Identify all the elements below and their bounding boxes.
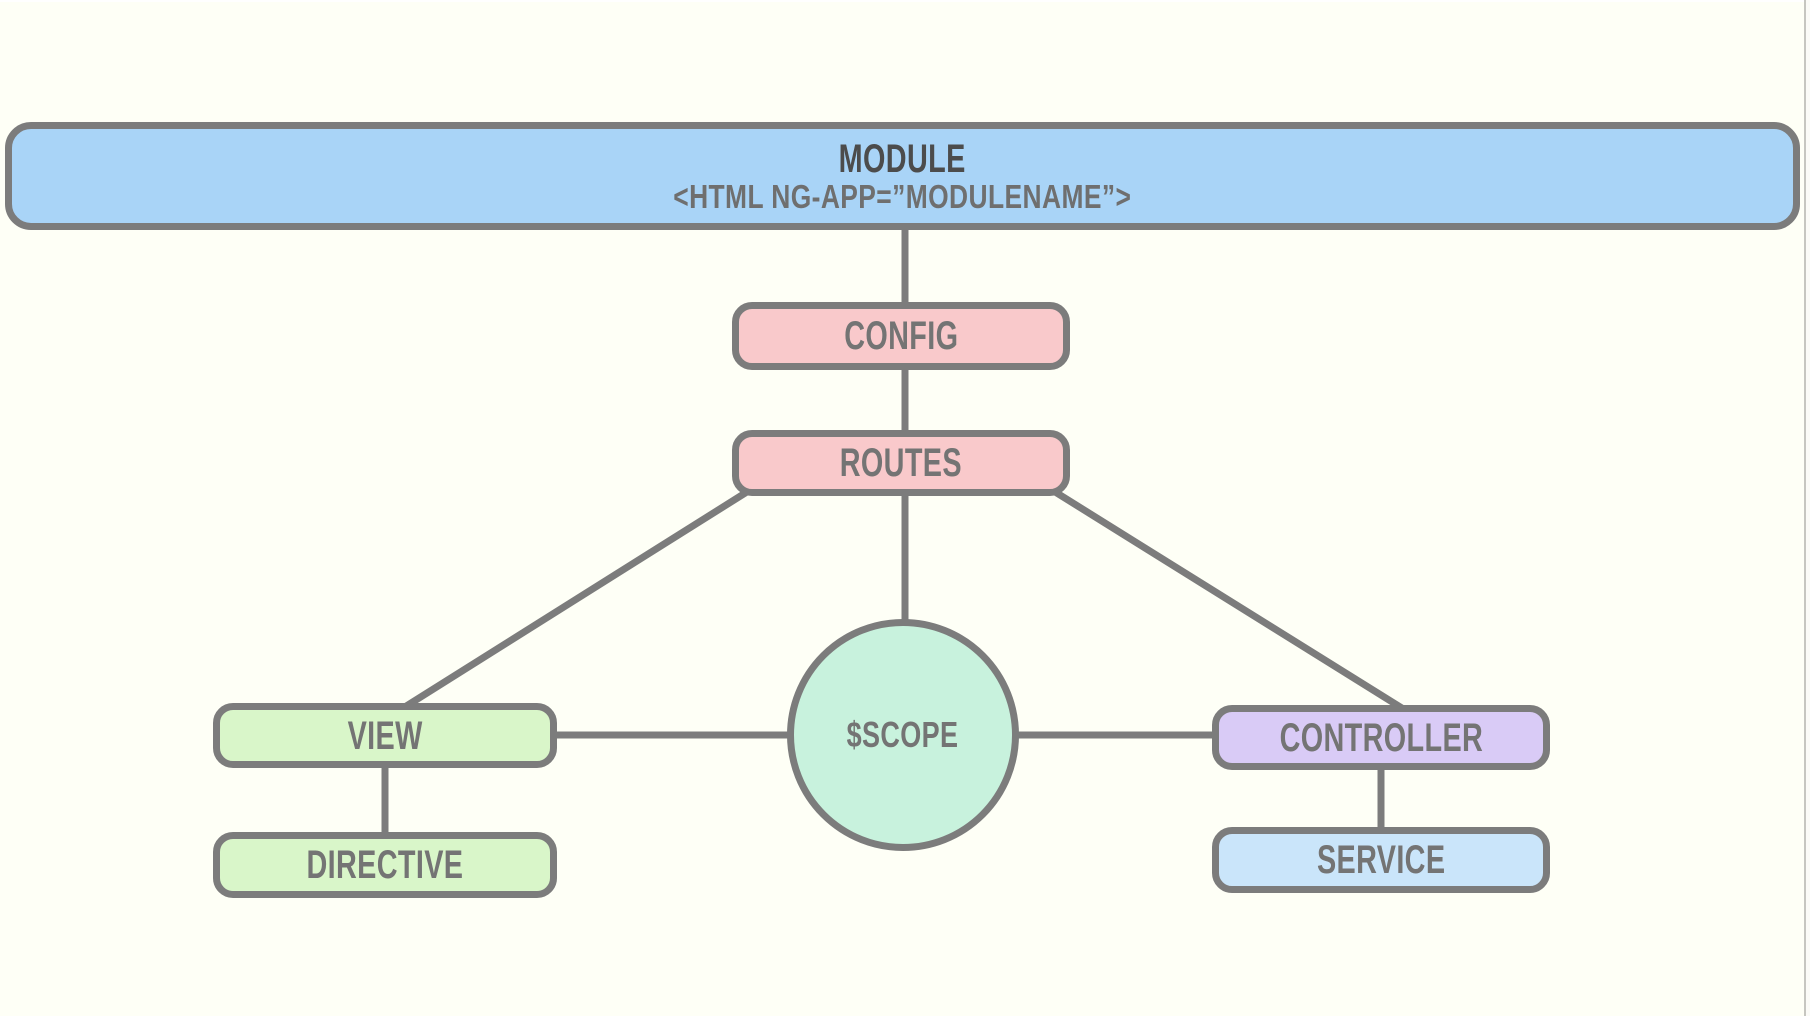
controller-label: CONTROLLER: [1279, 715, 1483, 760]
module-title: MODULE: [839, 136, 966, 181]
top-edge-highlight: [0, 0, 1810, 2]
node-module: MODULE <HTML NG-APP=”MODULENAME”>: [5, 122, 1800, 230]
view-label: VIEW: [347, 713, 423, 758]
node-service: SERVICE: [1212, 827, 1550, 893]
node-scope: $SCOPE: [787, 619, 1019, 851]
node-routes: ROUTES: [732, 430, 1070, 496]
connector-routes-view: [398, 487, 752, 713]
node-controller: CONTROLLER: [1212, 705, 1550, 770]
node-config: CONFIG: [732, 302, 1070, 370]
right-edge-margin: [1806, 0, 1810, 1016]
routes-label: ROUTES: [839, 441, 963, 485]
directive-label: DIRECTIVE: [306, 843, 464, 887]
right-edge-divider: [1804, 0, 1806, 1016]
config-label: CONFIG: [843, 314, 959, 358]
node-view: VIEW: [213, 703, 557, 768]
scope-label: $SCOPE: [847, 714, 959, 756]
module-subtitle: <HTML NG-APP=”MODULENAME”>: [673, 177, 1132, 215]
node-directive: DIRECTIVE: [213, 832, 557, 898]
connector-routes-controller: [1050, 487, 1407, 713]
service-label: SERVICE: [1316, 838, 1446, 882]
